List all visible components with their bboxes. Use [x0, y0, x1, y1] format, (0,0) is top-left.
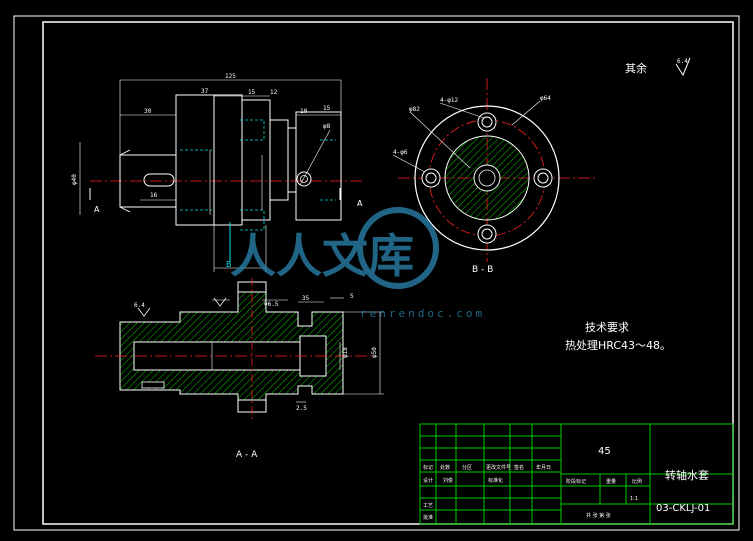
roughness-value: 6.4 [677, 58, 688, 65]
cut-label-a-right: A [357, 199, 363, 208]
dim-phi40: φ40 [71, 174, 78, 185]
dim-125: 125 [225, 73, 236, 80]
dim-15a: 15 [248, 89, 256, 96]
dim-15b: 15 [323, 105, 331, 112]
tb-sheet-label: 共 张 第 张 [586, 512, 611, 519]
tb-col-label-1: 重量 [606, 478, 616, 485]
section-aa-view: 6.4 Φ6.5 35 5 φ50 φ18 2.5 A - A [95, 278, 384, 460]
tb-drawing-number: 03-CKLJ-01 [656, 503, 710, 514]
watermark: 人人文库 renrendoc.com [230, 207, 485, 320]
tb-col-label-2: 比例 [632, 478, 642, 485]
tech-requirements-title: 技术要求 [585, 321, 629, 334]
dim-r6-5: Φ6.5 [264, 301, 279, 308]
roughness-label: 其余 [625, 61, 647, 75]
watermark-text: 人人文库 [230, 229, 414, 283]
dim-30: 30 [144, 108, 152, 115]
inner-frame [42, 21, 734, 525]
cut-label-b: B [226, 260, 232, 269]
roughness-symbol-icon [675, 57, 691, 77]
tb-material: 45 [598, 446, 611, 457]
tb-approve-label: 批准 [423, 514, 433, 521]
dim-5: 5 [350, 293, 354, 300]
dim-4-phi12: 4-φ12 [440, 97, 458, 104]
dim-phi64: φ64 [540, 95, 551, 102]
section-bb-label: B - B [472, 265, 493, 275]
tech-requirements-line: 热处理HRC43～48。 [565, 339, 671, 352]
tb-row-label-3: 更改文件号 [486, 464, 511, 471]
dim-37: 37 [201, 88, 209, 95]
dim-2-5: 2.5 [296, 405, 307, 412]
tb-col-label-0: 阶段标记 [566, 478, 586, 485]
tb-std-label: 标准化 [488, 477, 503, 484]
section-aa-label: A - A [236, 450, 258, 460]
dim-12: 12 [270, 89, 278, 96]
tb-designer: 刘俊 [443, 477, 453, 484]
tb-row-label-1: 处数 [440, 464, 450, 471]
outer-frame [13, 15, 740, 531]
tb-row-label-4: 签名 [514, 464, 524, 471]
roughness-symbol-aa: 6.4 [134, 302, 145, 309]
dim-10: 10 [300, 108, 308, 115]
dim-16: 16 [150, 192, 158, 199]
side-view-bb: φ82 4-φ12 φ64 4-φ6 B - B [392, 78, 598, 275]
dim-phi50: φ50 [371, 347, 378, 358]
watermark-url: renrendoc.com [360, 307, 485, 320]
cut-label-a-left: A [94, 205, 100, 214]
tb-scale: 1:1 [630, 496, 638, 502]
dim-4-phi6: 4-φ6 [393, 149, 408, 156]
front-view: 125 30 37 15 12 10 15 16 φ40 φ8 A A B [71, 73, 363, 272]
dim-phi82: φ82 [409, 106, 420, 113]
tb-row-label-5: 年月日 [536, 464, 551, 471]
tb-row-label-0: 标记 [423, 464, 433, 471]
title-block [419, 423, 734, 525]
dim-35: 35 [302, 295, 310, 302]
dim-phi8: φ8 [323, 123, 331, 130]
tb-part-name: 转轴水套 [665, 468, 709, 482]
tb-row-label-2: 分区 [462, 464, 472, 471]
tb-design-label: 设计 [423, 477, 433, 484]
tb-craft-label: 工艺 [423, 503, 433, 509]
title-block-text: 标记 处数 分区 更改文件号 签名 年月日 设计 刘俊 标准化 工艺 批准 阶段… [423, 446, 710, 521]
dim-phi18: φ18 [342, 347, 349, 358]
